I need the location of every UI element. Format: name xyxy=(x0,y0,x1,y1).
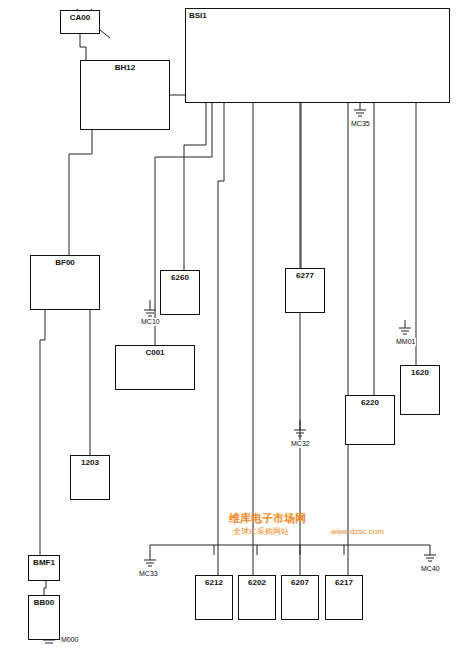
component-box: BH12 xyxy=(80,60,170,130)
component-code: 1620 xyxy=(411,368,429,377)
wire xyxy=(90,310,91,455)
component-box: BB00 xyxy=(28,595,60,640)
component-code: 6217 xyxy=(335,578,353,587)
component-code: 6220 xyxy=(361,398,379,407)
wire xyxy=(416,103,417,365)
component-box: BF00 xyxy=(30,255,100,310)
ground-code: MM01 xyxy=(395,338,416,346)
ground-code: MC10 xyxy=(140,318,161,326)
component-code: 6260 xyxy=(171,273,189,282)
wire xyxy=(300,103,301,575)
wire xyxy=(348,103,349,575)
component-code: BF00 xyxy=(55,258,75,267)
component-code: 1203 xyxy=(81,458,99,467)
component-box: 6220 xyxy=(345,395,395,445)
watermark: www.dzsc.com xyxy=(330,528,385,537)
wire xyxy=(184,103,206,270)
wire xyxy=(218,103,224,575)
component-code: CA00 xyxy=(70,13,90,22)
component-box: CA00 xyxy=(60,10,100,34)
ground-code: MC35 xyxy=(350,120,371,128)
component-box: 6277 xyxy=(285,268,325,313)
component-code: C001 xyxy=(145,348,164,357)
component-box: BMF1 xyxy=(28,555,60,581)
ground-code: M000 xyxy=(60,636,80,644)
component-code: 6207 xyxy=(291,578,309,587)
watermark: 全球IC采购网站 xyxy=(232,528,290,537)
wire xyxy=(253,103,254,575)
component-code: 6202 xyxy=(248,578,266,587)
component-box: 6202 xyxy=(238,575,276,620)
ground-code: MC32 xyxy=(290,440,311,448)
component-box: 6217 xyxy=(325,575,363,620)
wire xyxy=(44,581,46,595)
component-box: 6260 xyxy=(160,270,200,315)
watermark: 维库电子市场网 xyxy=(228,512,307,524)
component-code: BH12 xyxy=(115,63,135,72)
component-code: 6277 xyxy=(296,271,314,280)
component-box: C001 xyxy=(115,345,195,390)
component-code: BB00 xyxy=(34,598,54,607)
wire xyxy=(374,103,375,395)
component-code: BSI1 xyxy=(189,11,207,20)
wire xyxy=(301,103,302,268)
component-box: BSI1 xyxy=(185,8,450,103)
ground-code: MC40 xyxy=(420,565,441,573)
component-box: 1620 xyxy=(400,365,440,415)
wire xyxy=(80,34,86,60)
component-box: 6207 xyxy=(281,575,319,620)
ground-code: MC33 xyxy=(138,570,159,578)
component-code: BMF1 xyxy=(33,558,55,567)
component-code: 6212 xyxy=(205,578,223,587)
wire xyxy=(40,310,45,555)
component-box: 6212 xyxy=(195,575,233,620)
wire xyxy=(69,130,92,255)
component-box: 1203 xyxy=(70,455,110,500)
wire xyxy=(155,103,212,345)
wire xyxy=(170,95,185,96)
